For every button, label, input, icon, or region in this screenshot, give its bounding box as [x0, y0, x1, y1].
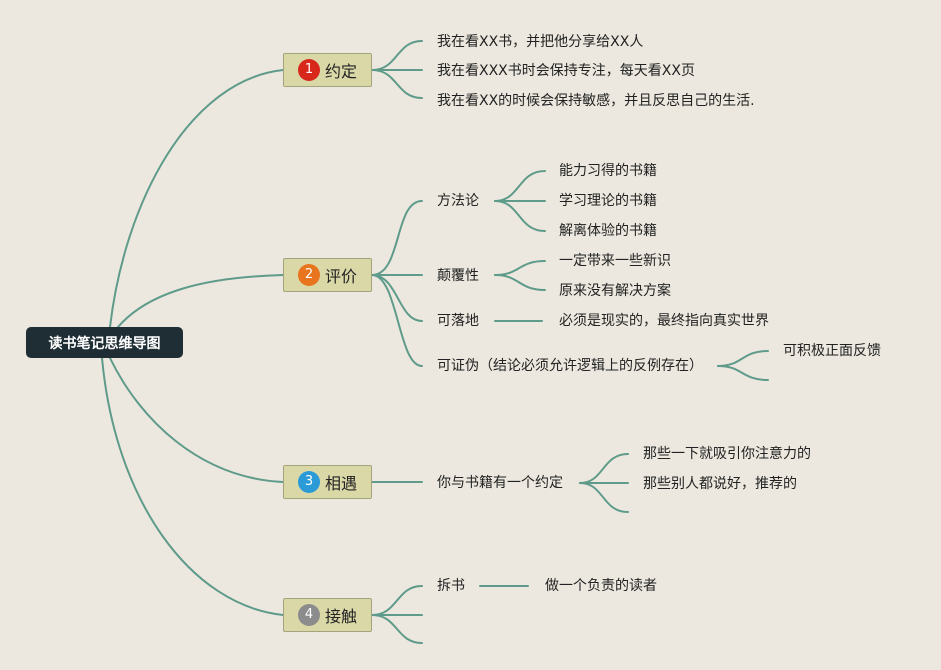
topic-b2-c3[interactable]: 可落地	[437, 313, 479, 329]
topic-b2-c1-k2[interactable]: 学习理论的书籍	[559, 193, 657, 209]
connector-b2-c4-k2	[717, 365, 769, 381]
topic-b2-c2[interactable]: 颠覆性	[437, 268, 479, 284]
connector-b3-c1-k3	[579, 482, 629, 513]
connector-b1-c1	[371, 40, 423, 71]
connector-b2-c4-k1	[717, 350, 769, 367]
topic-b2-c1[interactable]: 方法论	[437, 193, 479, 209]
connector-root-to-branch-4	[101, 357, 284, 616]
branch-topic-4[interactable]: 4 接触	[283, 598, 372, 632]
root-topic[interactable]: 读书笔记思维导图	[26, 327, 183, 358]
topic-b2-c3-k1[interactable]: 必须是现实的，最终指向真实世界	[559, 313, 769, 329]
topic-b4-c1-k1[interactable]: 做一个负责的读者	[545, 578, 657, 594]
topic-b1-c1[interactable]: 我在看XX书，并把他分享给XX人	[437, 34, 644, 50]
branch-topic-1[interactable]: 1 约定	[283, 53, 372, 87]
topic-b2-c4-k1[interactable]: 可积极正面反馈	[783, 343, 881, 359]
connector-b3-c1-k1	[579, 453, 629, 484]
connector-b2-c1-k1	[494, 170, 546, 202]
connector-b2-c2-k2	[494, 274, 546, 291]
topic-b4-c1[interactable]: 拆书	[437, 578, 465, 594]
connector-b2-c1-k3	[494, 200, 546, 232]
topic-b2-c4[interactable]: 可证伪（结论必须允许逻辑上的反例存在）	[437, 358, 703, 374]
branch-topic-3[interactable]: 3 相遇	[283, 465, 372, 499]
connector-b2-c2-k1	[494, 260, 546, 276]
connector-b1-c3	[371, 69, 423, 99]
branch-label-2: 评价	[325, 267, 358, 286]
connector-b4-c1	[371, 585, 423, 616]
topic-b3-c1-k2[interactable]: 那些别人都说好，推荐的	[643, 476, 797, 492]
connector-b4-c3	[371, 614, 423, 644]
connector-b2-c4	[371, 274, 423, 367]
connector-root-to-branch-3	[109, 357, 284, 483]
number-badge-1: 1	[298, 59, 320, 81]
number-badge-3: 3	[298, 471, 320, 493]
topic-b1-c3[interactable]: 我在看XX的时候会保持敏感，并且反思自己的生活.	[437, 93, 755, 109]
branch-label-3: 相遇	[325, 474, 358, 493]
branch-topic-2[interactable]: 2 评价	[283, 258, 372, 292]
topic-b2-c2-k2[interactable]: 原来没有解决方案	[559, 283, 671, 299]
topic-b3-c1[interactable]: 你与书籍有一个约定	[437, 475, 563, 491]
topic-b2-c1-k3[interactable]: 解离体验的书籍	[559, 223, 657, 239]
topic-b1-c2[interactable]: 我在看XXX书时会保持专注，每天看XX页	[437, 63, 695, 79]
number-badge-4: 4	[298, 604, 320, 626]
topic-b2-c1-k1[interactable]: 能力习得的书籍	[559, 163, 657, 179]
branch-label-4: 接触	[325, 607, 358, 626]
connector-b2-c1	[371, 200, 423, 276]
topic-b2-c2-k1[interactable]: 一定带来一些新识	[559, 253, 671, 269]
connector-root-to-branch-1	[109, 69, 284, 328]
number-badge-2: 2	[298, 264, 320, 286]
connector-b2-c3	[371, 274, 423, 322]
branch-label-1: 约定	[325, 62, 358, 81]
connector-root-to-branch-2	[117, 274, 284, 328]
topic-b3-c1-k1[interactable]: 那些一下就吸引你注意力的	[643, 446, 811, 462]
